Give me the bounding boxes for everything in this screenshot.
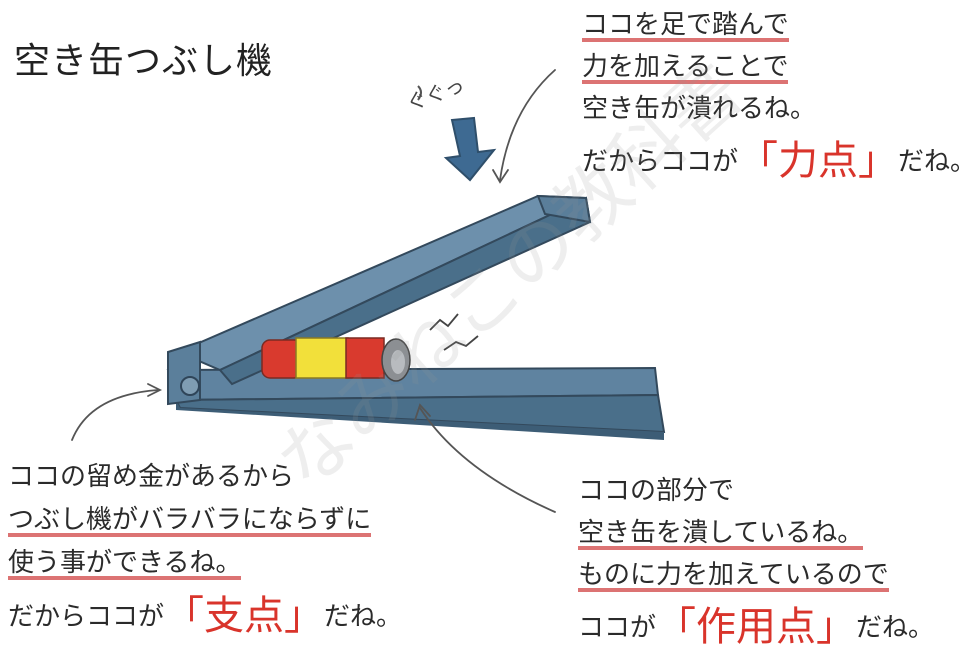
press-arrow-icon: [443, 116, 497, 182]
force-note-line-3: 空き缶が潰れるね。: [582, 94, 817, 124]
fulcrum-note-ending-suffix: だね。: [324, 602, 403, 632]
load-note-ending-suffix: だね。: [856, 613, 935, 643]
fulcrum-label: 「支点」: [164, 593, 325, 639]
load-note-line-2: 空き缶を潰しているね。: [578, 518, 864, 548]
wiggle-marks: [417, 85, 422, 101]
load-note-line-3: ものに力を加えているので: [578, 560, 889, 590]
force-note-line-1: ココを足で踏んで: [582, 10, 789, 40]
force-point-label: 「力点」: [738, 138, 899, 184]
load-note-line-1: ココの部分で: [578, 476, 735, 506]
load-note-ending-prefix: ココが: [578, 613, 657, 643]
fulcrum-note-line-3: 使う事ができるね。: [8, 548, 242, 578]
fulcrum-note-line-1: ココの留め金があるから: [8, 462, 295, 492]
force-note-ending-suffix: だね。: [898, 147, 973, 177]
page-title: 空き缶つぶし機: [14, 41, 274, 82]
fulcrum-note: ココの留め金があるから つぶし機がバラバラにならずに 使う事ができるね。 だから…: [8, 460, 402, 642]
can-icon: [261, 337, 411, 382]
load-point-note: ココの部分で 空き缶を潰しているね。 ものに力を加えているので ココが「作用点」…: [578, 474, 934, 652]
pointer-arrows: [71, 69, 556, 513]
fulcrum-note-ending-prefix: だからココが: [8, 602, 165, 632]
force-note-ending-prefix: だからココが: [582, 147, 739, 177]
fulcrum-note-line-2: つぶし機がバラバラにならずに: [8, 505, 372, 535]
motion-marks: [429, 313, 479, 351]
force-point-note: ココを足で踏んで 力を加えることで 空き缶が潰れるね。 だからココが「力点」だね…: [582, 8, 973, 186]
hinge-pin-icon: [167, 340, 201, 406]
force-note-line-2: 力を加えることで: [582, 52, 789, 82]
load-point-label: 「作用点」: [656, 604, 857, 650]
